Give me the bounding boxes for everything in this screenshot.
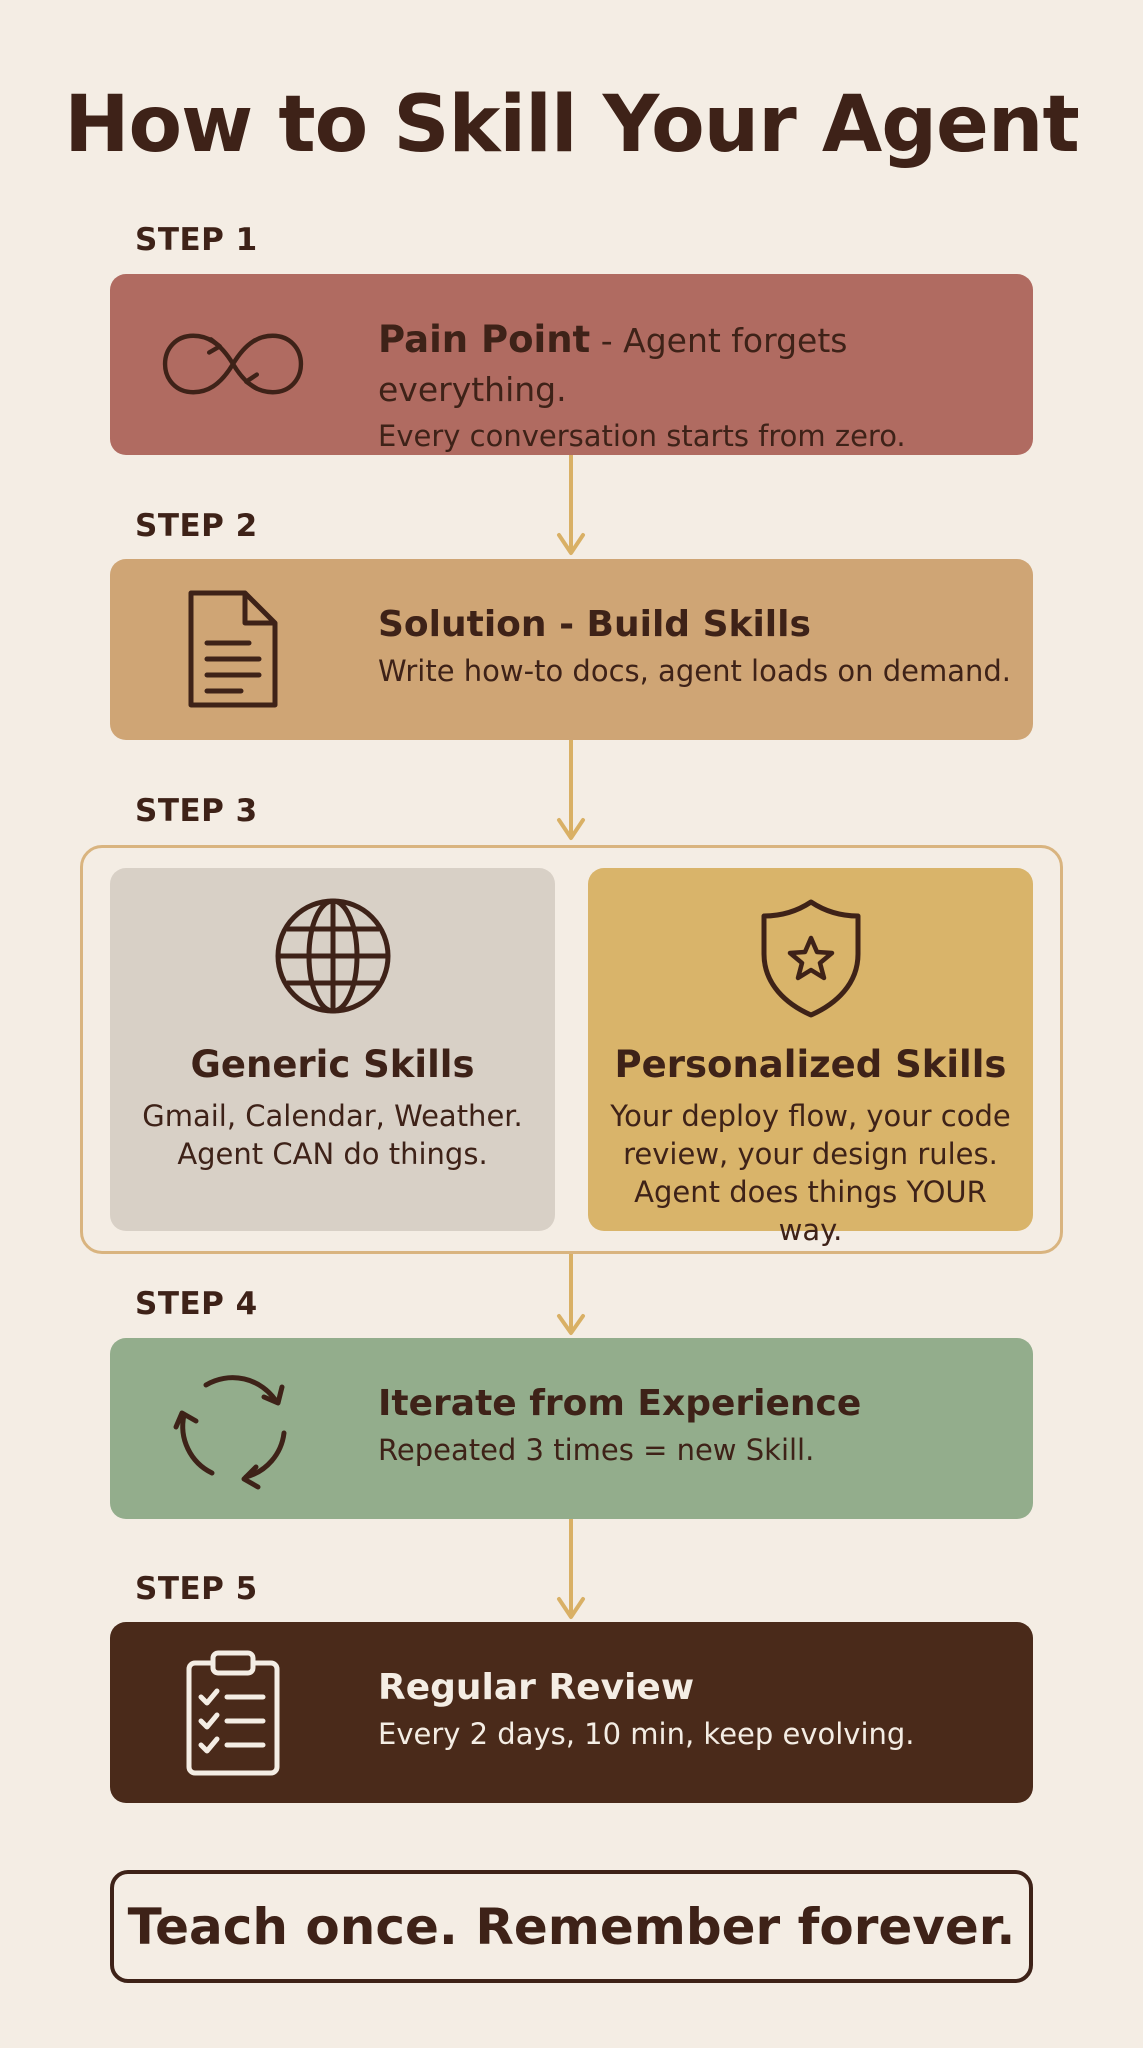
step-1-label: STEP 1 [135, 222, 258, 258]
step-2-label: STEP 2 [135, 508, 258, 544]
step-3-label: STEP 3 [135, 793, 258, 829]
step-2-heading: Solution - Build Skills [378, 604, 811, 645]
step-4-card: Iterate from Experience Repeated 3 times… [110, 1338, 1033, 1519]
arrow-down-icon [557, 455, 585, 555]
generic-skills-heading: Generic Skills [190, 1043, 475, 1086]
personalized-skills-desc-line-3: Agent does things YOUR way. [634, 1175, 987, 1247]
generic-skills-card: Generic Skills Gmail, Calendar, Weather.… [110, 868, 555, 1231]
step-4-heading: Iterate from Experience [378, 1383, 862, 1424]
globe-icon [110, 896, 555, 1021]
step-1-heading: Pain Point [378, 318, 591, 361]
step-5-desc: Every 2 days, 10 min, keep evolving. [378, 1717, 915, 1751]
cycle-arrows-icon [158, 1368, 308, 1490]
page-title: How to Skill Your Agent [64, 80, 1080, 170]
step-2-card: Solution - Build Skills Write how-to doc… [110, 559, 1033, 740]
infinity-icon [158, 304, 308, 424]
personalized-skills-heading: Personalized Skills [614, 1043, 1007, 1086]
arrow-down-icon [557, 740, 585, 840]
footer-tagline: Teach once. Remember forever. [110, 1870, 1033, 1983]
step-3-group [80, 845, 1063, 1254]
document-icon [158, 589, 308, 709]
personalized-skills-desc-line-2: review, your design rules. [623, 1137, 998, 1171]
step-2-desc: Write how-to docs, agent loads on demand… [378, 654, 1011, 688]
step-4-label: STEP 4 [135, 1286, 258, 1322]
personalized-skills-card: Personalized Skills Your deploy flow, yo… [588, 868, 1033, 1247]
step-1-card: Pain Point - Agent forgets everything. E… [110, 274, 1033, 455]
step-1-desc: Every conversation starts from zero. [378, 419, 906, 453]
step-4-desc: Repeated 3 times = new Skill. [378, 1433, 815, 1467]
step-5-heading: Regular Review [378, 1667, 695, 1708]
personalized-skills-desc-line-1: Your deploy flow, your code [610, 1099, 1011, 1133]
arrow-down-icon [557, 1519, 585, 1619]
clipboard-checklist-icon [158, 1650, 308, 1776]
generic-skills-desc-line-2: Agent CAN do things. [177, 1137, 488, 1171]
shield-star-icon [588, 896, 1033, 1021]
step-5-label: STEP 5 [135, 1571, 258, 1607]
step-1-heading-rest: - Agent forgets everything. [378, 321, 848, 409]
step-5-card: Regular Review Every 2 days, 10 min, kee… [110, 1622, 1033, 1803]
generic-skills-desc-line-1: Gmail, Calendar, Weather. [142, 1099, 523, 1133]
arrow-down-icon [557, 1254, 585, 1335]
